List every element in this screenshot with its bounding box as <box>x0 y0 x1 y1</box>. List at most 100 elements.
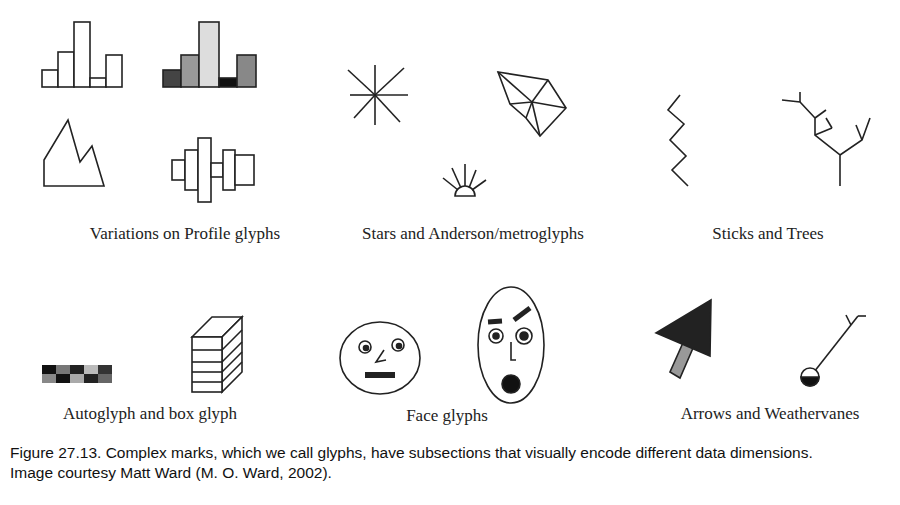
kiviat-glyph-part <box>498 72 532 102</box>
face-glyph-part <box>511 342 516 360</box>
weathervane-glyph-part <box>858 315 866 317</box>
profile-glyph-part <box>58 52 74 87</box>
star-glyph-part <box>375 94 408 96</box>
star-glyph-part <box>375 68 404 95</box>
metroglyph-part <box>464 164 466 186</box>
profile-glyph-part <box>90 78 106 87</box>
glyph-category-label: Arrows and Weathervanes <box>681 404 860 424</box>
weathervane-glyph-part <box>846 315 851 325</box>
face-glyph-part <box>359 341 371 353</box>
autoglyph-part <box>84 365 98 374</box>
autoglyph-part <box>98 374 112 383</box>
figure-caption: Figure 27.13. Complex marks, which we ca… <box>10 443 860 483</box>
box-glyph-part <box>222 330 242 350</box>
kiviat-glyph-part <box>532 102 566 108</box>
shaded-profile-glyph-part <box>181 55 199 87</box>
box-glyph-part <box>192 371 222 373</box>
shaded-profile-glyph-part <box>163 70 181 87</box>
autoglyph-part <box>42 365 56 374</box>
box-glyph-part <box>222 342 242 362</box>
arrow-glyph-part <box>656 300 711 356</box>
star-glyph-part <box>350 94 375 96</box>
face-glyph-part <box>340 322 420 394</box>
kiviat-glyph-part <box>526 102 532 118</box>
star-glyph <box>348 65 408 125</box>
autoglyph-part <box>84 374 98 383</box>
shaded-profile-glyph <box>163 22 256 87</box>
metroglyph-part <box>469 170 476 188</box>
face-glyph-part <box>489 329 503 343</box>
stick-glyph <box>668 95 688 186</box>
metroglyph-part <box>452 168 461 188</box>
face-glyph-part <box>397 344 402 349</box>
kiviat-glyph <box>498 72 566 136</box>
box-glyph-part <box>192 361 222 363</box>
tree-glyph-part <box>782 100 840 186</box>
kiviat-glyph-part <box>532 102 540 136</box>
glyph-category-label: Stars and Anderson/metroglyphs <box>362 224 584 244</box>
box-glyph-part <box>222 362 242 382</box>
tree-glyph-part <box>826 118 832 128</box>
autoglyph-part <box>98 365 112 374</box>
profile-glyph-part <box>42 70 58 87</box>
centered-profile-glyph-part <box>235 155 254 185</box>
weathervane-glyph <box>801 315 866 386</box>
face-glyph-part <box>520 332 528 340</box>
metroglyph <box>443 164 486 196</box>
star-glyph-part <box>354 95 375 118</box>
face-glyph-part <box>514 308 530 320</box>
kiviat-glyph-part <box>510 102 532 104</box>
shaded-profile-glyph-part <box>237 55 256 87</box>
tree-glyph-part <box>856 125 862 140</box>
centered-profile-glyph <box>172 138 254 202</box>
tree-glyph-part <box>815 110 826 118</box>
kiviat-glyph-part <box>532 80 548 102</box>
box-glyph-part <box>192 381 222 383</box>
centered-profile-glyph-part <box>223 150 235 190</box>
profile-line-glyph <box>44 120 104 186</box>
box-glyph-part <box>222 352 242 372</box>
centered-profile-glyph-part <box>211 163 223 177</box>
shaded-profile-glyph-part <box>199 22 219 87</box>
face-glyph-part <box>364 346 369 351</box>
weathervane-glyph-part <box>814 316 858 372</box>
face-glyph-part <box>493 333 499 339</box>
kiviat-glyph-part <box>498 72 566 136</box>
profile-glyph-part <box>106 55 122 87</box>
face-glyph-part <box>502 375 520 393</box>
glyph-category-label: Autoglyph and box glyph <box>63 404 237 424</box>
weathervane-glyph-part <box>801 368 819 386</box>
weathervane-glyph-part <box>801 377 819 386</box>
centered-profile-glyph-part <box>185 150 198 190</box>
arrow-glyph <box>656 300 711 378</box>
tree-glyph-part <box>815 128 832 135</box>
face-glyph <box>340 322 420 394</box>
face-glyph-part <box>365 372 395 378</box>
metroglyph-part <box>443 178 458 190</box>
centered-profile-glyph-part <box>172 160 185 180</box>
autoglyph <box>42 365 112 383</box>
autoglyph-part <box>42 374 56 383</box>
tree-glyph-part <box>799 92 801 102</box>
box-glyph-part <box>192 349 222 351</box>
glyph-category-label: Sticks and Trees <box>712 224 823 244</box>
face-glyph-part <box>376 350 386 362</box>
metroglyph-part <box>472 180 486 190</box>
glyph-category-label: Face glyphs <box>406 406 488 426</box>
autoglyph-part <box>56 374 70 383</box>
centered-profile-glyph-part <box>198 138 211 202</box>
profile-glyph-part <box>74 22 90 87</box>
star-glyph-part <box>375 95 400 122</box>
face-glyph-part <box>478 287 544 403</box>
metroglyph-part <box>455 186 475 196</box>
face-glyph-part <box>516 328 532 344</box>
star-glyph-part <box>374 95 376 125</box>
star-glyph-part <box>374 65 376 95</box>
profile-glyph <box>42 22 122 87</box>
box-glyph-part <box>192 337 222 392</box>
face-glyph-part <box>392 339 404 351</box>
box-glyph <box>192 317 242 392</box>
star-glyph-part <box>348 70 375 95</box>
tree-glyph <box>782 92 870 186</box>
